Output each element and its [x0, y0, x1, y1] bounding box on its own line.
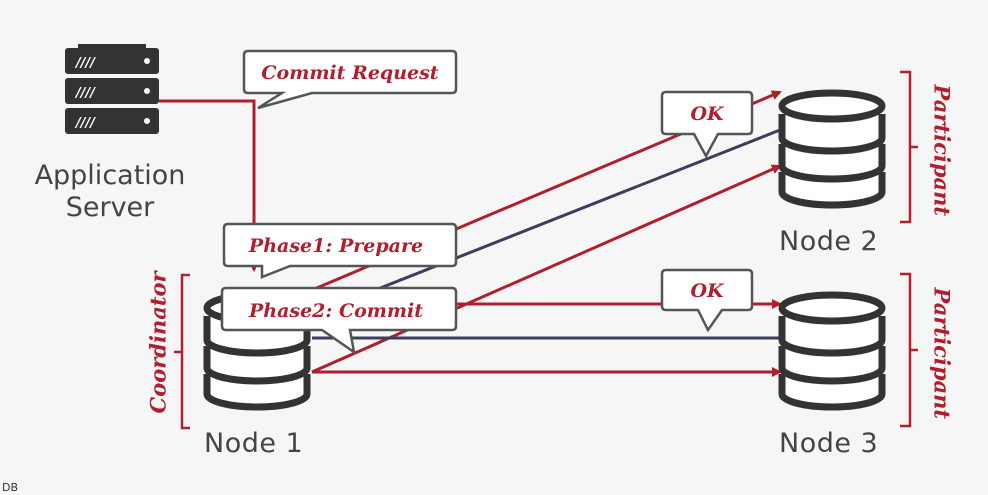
application-server-label: Application Server — [18, 160, 202, 224]
application-server-label-line2: Server — [65, 192, 155, 223]
node2-database-icon — [782, 93, 882, 205]
ok-node2-label: OK — [690, 103, 725, 125]
commit-request-callout: Commit Request — [242, 49, 458, 110]
phase2-callout: Phase2: Commit — [220, 286, 458, 355]
svg-text:////: //// — [74, 116, 96, 131]
node2-label: Node 2 — [779, 226, 879, 257]
ok-reply-node2-line — [311, 128, 781, 317]
application-server-label-line1: Application — [34, 160, 186, 191]
svg-text:////: //// — [74, 86, 96, 101]
application-server-icon: //// //// //// — [65, 44, 159, 134]
ok-node3-callout: OK — [660, 268, 754, 333]
commit-request-path — [159, 99, 259, 272]
coordinator-role-label: Coordinator — [145, 271, 171, 414]
role-brackets — [174, 70, 918, 430]
phase1-label: Phase1: Prepare — [248, 235, 423, 257]
footer-label: DB — [2, 481, 19, 494]
node3-participant-role-label: Participant — [929, 287, 955, 420]
node2-participant-role-label: Participant — [929, 84, 955, 217]
ok-node2-callout: OK — [660, 90, 754, 159]
node3-database-icon — [782, 295, 882, 407]
phase2-label: Phase2: Commit — [248, 300, 423, 322]
phase1-callout: Phase1: Prepare — [222, 222, 458, 279]
commit-request-label: Commit Request — [261, 62, 438, 84]
node3-label: Node 3 — [779, 428, 879, 459]
svg-text:////: //// — [74, 56, 96, 71]
node1-label: Node 1 — [204, 428, 304, 459]
ok-node3-label: OK — [690, 280, 725, 302]
